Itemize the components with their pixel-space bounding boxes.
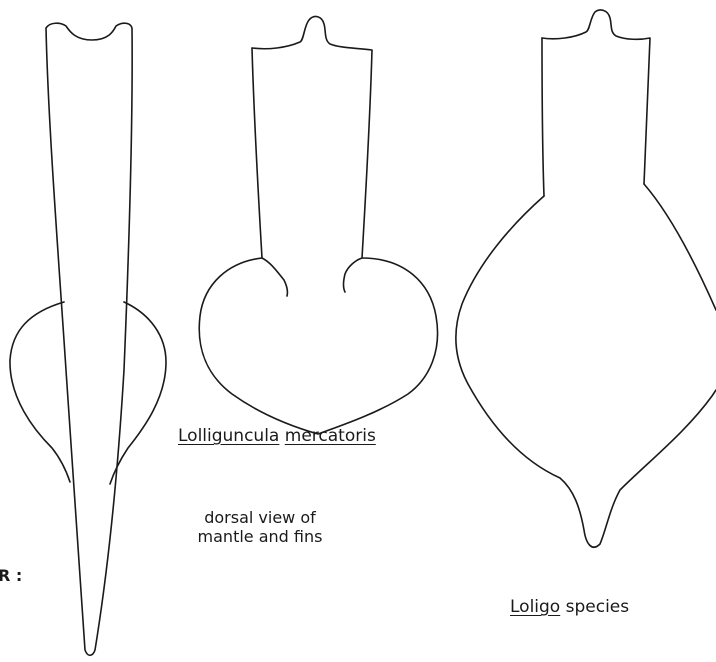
- lolliguncula-genus-name: Lolliguncula: [178, 426, 279, 446]
- dorsal-view-caption-line2: mantle and fins: [180, 527, 340, 546]
- clipped-fragment-label: JR :: [0, 566, 22, 585]
- dorsal-view-caption-line1: dorsal view of: [180, 508, 340, 527]
- loligo-mantle-outline: [542, 10, 650, 196]
- loligo-fins-outline: [456, 184, 716, 547]
- loligo-genus-name: Loligo: [510, 597, 560, 617]
- lolliguncula-fins-outline: [199, 258, 437, 434]
- tapered-mantle-outline: [46, 23, 132, 655]
- tapered-fins-outline: [10, 302, 166, 484]
- lolliguncula-mantle-outline: [252, 17, 372, 296]
- dorsal-view-caption: dorsal view of mantle and fins: [180, 508, 340, 546]
- lolliguncula-species-name: mercatoris: [285, 426, 376, 446]
- lolliguncula-mercatoris-label: Lolliguncula mercatoris: [178, 426, 376, 446]
- loligo-species-word: species: [566, 597, 630, 617]
- loligo-species-label: Loligo species: [510, 597, 629, 617]
